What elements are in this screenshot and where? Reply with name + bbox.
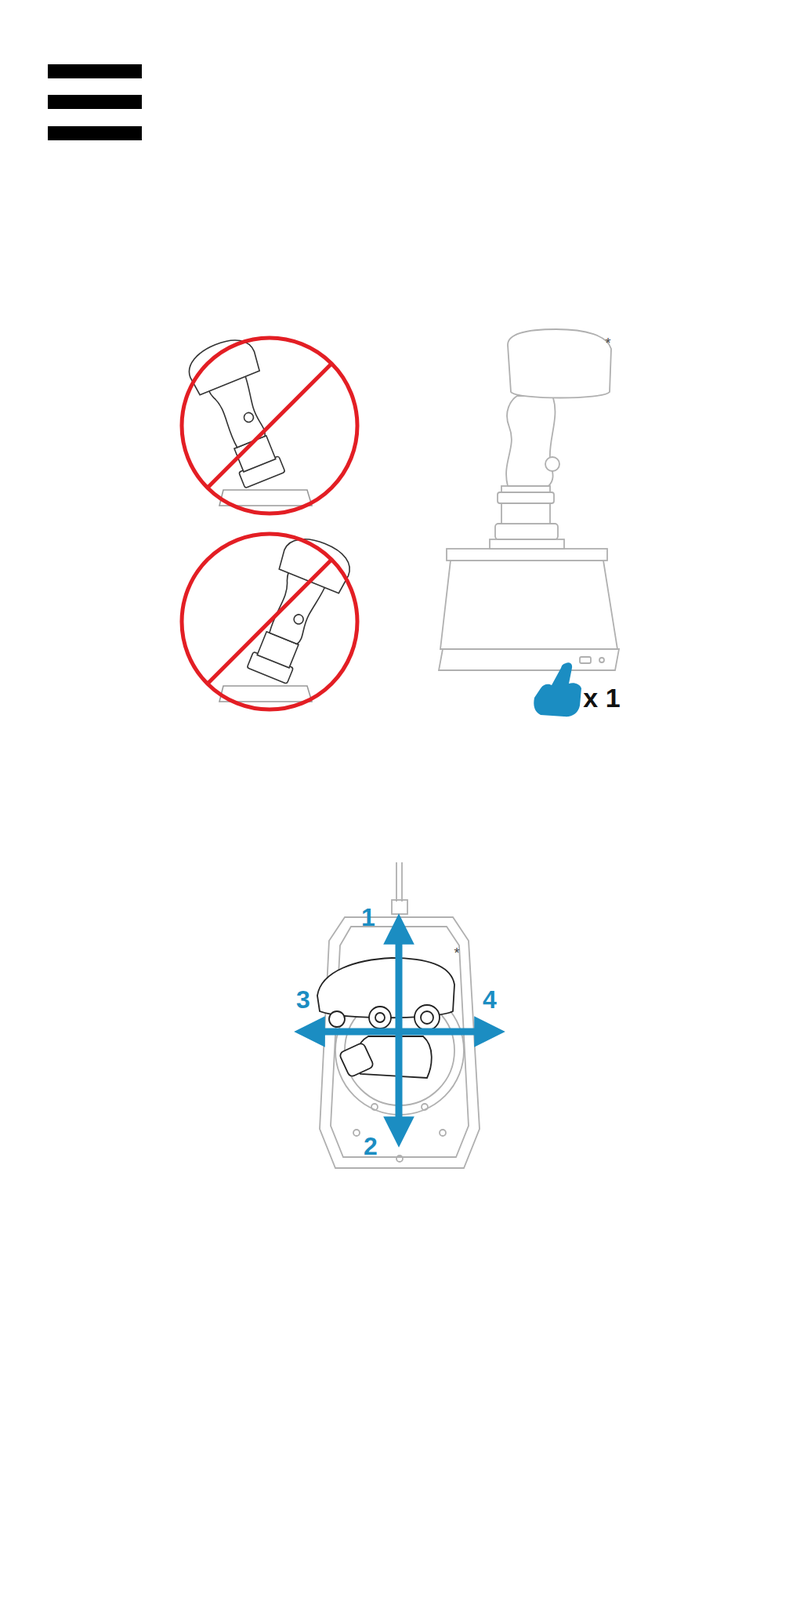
menu-icon xyxy=(47,64,142,141)
joystick xyxy=(438,329,620,670)
joystick-head xyxy=(317,957,455,1078)
forbidden-tilt xyxy=(181,332,358,514)
asterisk-note: * xyxy=(604,336,611,351)
callout-number: 4 xyxy=(482,986,497,1012)
hand-icon xyxy=(533,662,582,717)
direction-arrows xyxy=(309,928,490,1132)
callout-number: 3 xyxy=(296,986,311,1012)
joystick-top-view xyxy=(319,861,480,1168)
callout-number: 2 xyxy=(363,1133,378,1159)
forbidden-tilt xyxy=(181,530,358,710)
press-count: x 1 xyxy=(582,684,620,711)
asterisk-note: * xyxy=(453,945,460,960)
callout-number: 1 xyxy=(361,904,376,930)
